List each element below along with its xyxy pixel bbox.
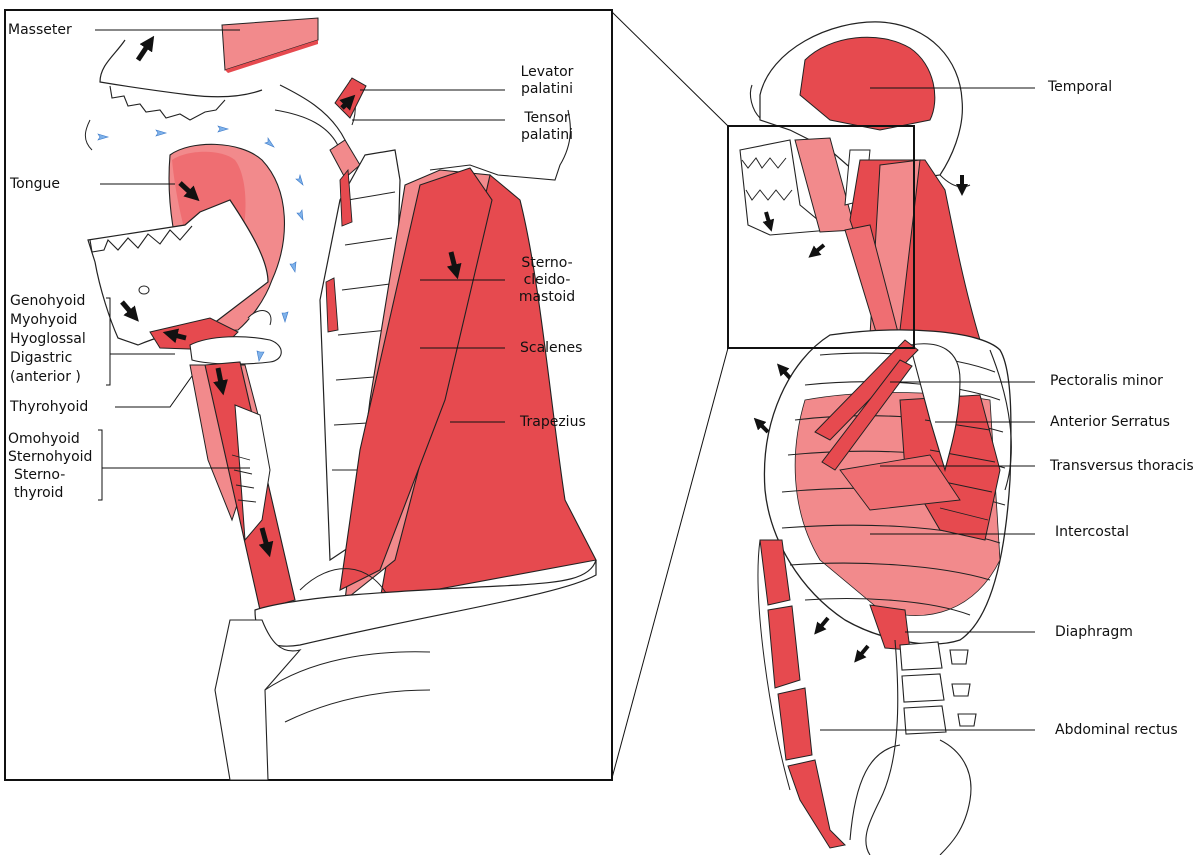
leader-lines-left [95, 29, 505, 501]
label-diaphragm: Diaphragm [1055, 624, 1133, 640]
airflow-arrows [97, 125, 304, 362]
label-suprahyoid-group: Genohyoid Myohyoid Hyoglossal Digastric … [10, 293, 86, 385]
label-tensor-palatini: Tensor palatini [520, 110, 574, 143]
leader-lines-right [820, 87, 1035, 731]
trapezius-muscle [379, 174, 597, 601]
label-intercostal: Intercostal [1055, 524, 1130, 540]
label-infrahyoid-group: Omohyoid Sternohyoid Sterno- thyroid [8, 431, 93, 501]
hyoid-bone [189, 336, 282, 365]
clavicle [254, 559, 597, 647]
label-scalenes: Scalenes [520, 340, 583, 356]
label-tongue: Tongue [10, 176, 60, 192]
force-arrows-right [753, 175, 968, 663]
zoom-box [727, 125, 915, 349]
zoom-connector-bottom [611, 347, 729, 779]
upper-teeth [109, 85, 226, 121]
sternum [214, 619, 302, 781]
larynx [234, 404, 271, 542]
temporal-muscle [799, 36, 936, 131]
scapula [909, 343, 961, 473]
label-temporal: Temporal [1048, 79, 1113, 95]
label-abdominal-rectus: Abdominal rectus [1055, 722, 1178, 738]
label-levator-palatini: Levator palatini [520, 64, 574, 97]
torso-overview [611, 11, 1035, 855]
label-pectoralis-minor: Pectoralis minor [1050, 373, 1163, 389]
force-arrows-left [120, 35, 462, 558]
maxilla-outline [99, 39, 263, 98]
label-sternocleidomastoid: Sterno- cleido- mastoid [518, 255, 576, 305]
label-anterior-serratus: Anterior Serratus [1050, 414, 1170, 430]
label-trapezius: Trapezius [520, 414, 586, 430]
label-transversus-thoracis: Transversus thoracis [1050, 458, 1194, 474]
transversus-thoracis-muscle [839, 454, 961, 511]
lower-teeth [89, 225, 193, 253]
abdominal-rectus-muscle [757, 539, 847, 849]
label-thyrohyoid: Thyrohyoid [10, 399, 89, 415]
label-masseter: Masseter [8, 22, 72, 38]
zoom-connector-top [611, 11, 729, 127]
neck-detail-panel [4, 9, 613, 781]
lumbar-spine [899, 641, 977, 735]
